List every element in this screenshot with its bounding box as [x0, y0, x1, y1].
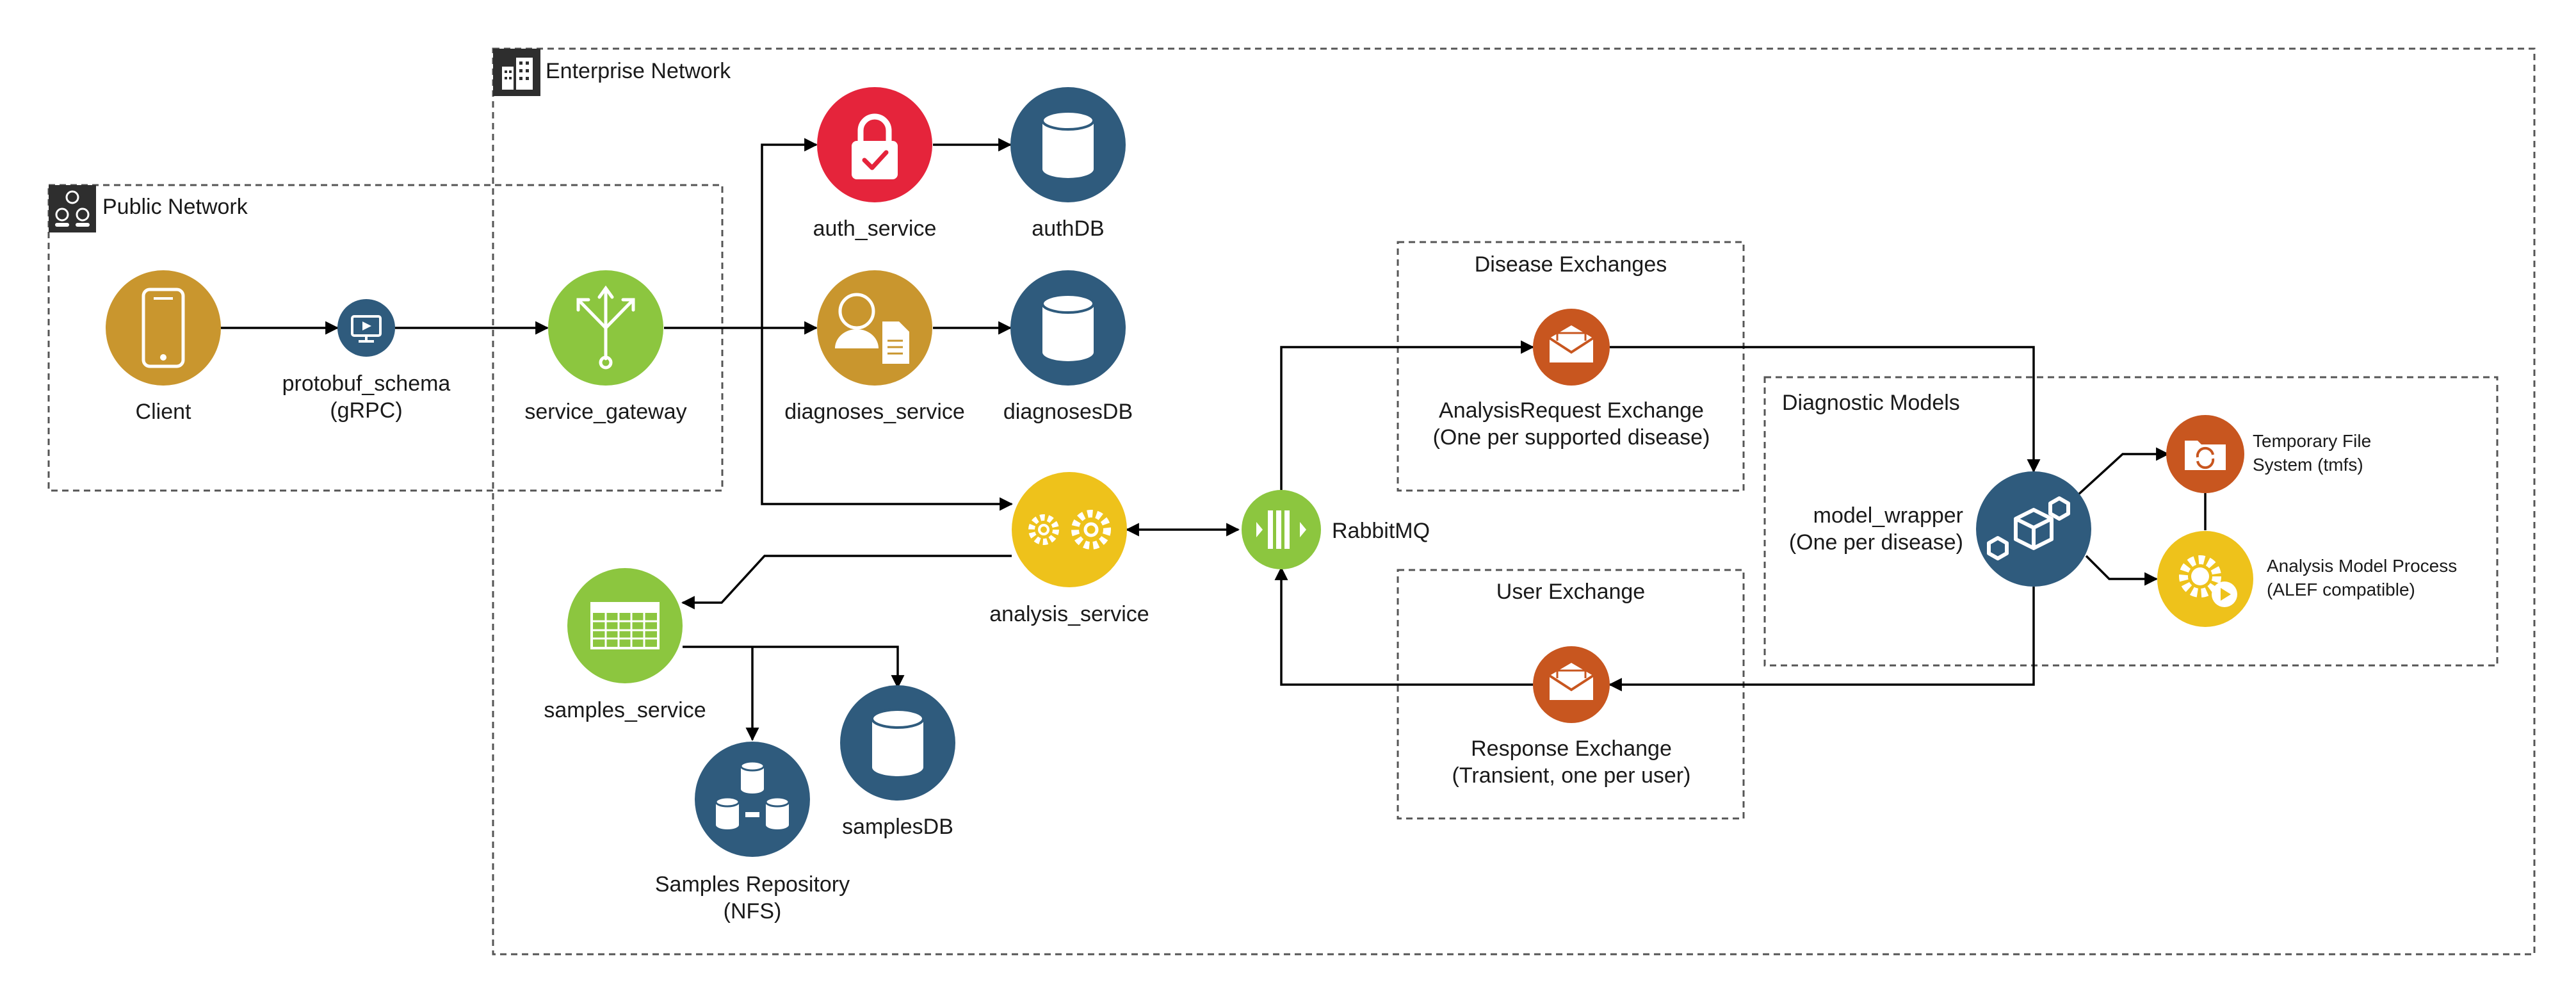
user-exchange-group: User Exchange	[1397, 569, 1745, 820]
samplesdb-node[interactable]: samplesDB	[840, 685, 955, 839]
analysis-service-label: analysis_service	[989, 602, 1149, 626]
samples-repository-node[interactable]: Samples Repository (NFS)	[655, 742, 850, 924]
database-icon	[1041, 110, 1095, 178]
samples-service-label: samples_service	[544, 698, 706, 722]
auth-service-node[interactable]: auth_service	[813, 87, 937, 241]
tmfs-node[interactable]: Temporary File System (tmfs)	[2166, 415, 2371, 493]
authdb-node[interactable]: authDB	[1010, 87, 1126, 241]
storage-cluster-icon	[715, 760, 790, 829]
tmfs-label-line1: Temporary File	[2253, 431, 2371, 451]
disease-exchanges-label: Disease Exchanges	[1475, 252, 1667, 277]
service-gateway-label: service_gateway	[524, 400, 686, 424]
tmfs-label-line2: System (tmfs)	[2253, 455, 2363, 475]
edge-response-rabbitmq	[1274, 566, 1533, 686]
edge-rabbitmq-analysisrequest	[1280, 340, 1535, 490]
gear-play-icon	[2179, 555, 2237, 607]
building-icon	[493, 49, 540, 96]
people-network-icon	[49, 185, 96, 232]
edge-gateway-analysis	[761, 328, 1014, 511]
analysis-model-process-node[interactable]: Analysis Model Process (ALEF compatible)	[2157, 531, 2457, 627]
analysis-model-label-line2: (ALEF compatible)	[2267, 580, 2415, 599]
edge-analysisrequest-modelwrapper	[1610, 346, 2041, 473]
database-icon	[871, 708, 925, 776]
public-network-group: Public Network	[47, 184, 724, 492]
public-network-label: Public Network	[102, 195, 248, 219]
smartphone-icon	[142, 288, 185, 368]
authdb-label: authDB	[1032, 216, 1104, 241]
analysis-model-label-line1: Analysis Model Process	[2267, 556, 2457, 576]
enterprise-network-group: Enterprise Network	[492, 47, 2536, 956]
database-icon	[1041, 293, 1095, 361]
analysis-request-label-line2: (One per supported disease)	[1433, 425, 1710, 450]
rabbitmq-label: RabbitMQ	[1332, 519, 1430, 543]
envelope-icon	[1548, 325, 1594, 362]
fork-arrows-icon	[576, 285, 635, 370]
response-exchange-label-line1: Response Exchange	[1471, 737, 1672, 761]
service-gateway-node[interactable]: service_gateway	[524, 270, 687, 424]
user-document-icon	[835, 293, 909, 364]
model-wrapper-node[interactable]: model_wrapper (One per disease)	[1789, 471, 2091, 587]
samplesdb-label: samplesDB	[842, 815, 953, 839]
folder-sync-icon	[2185, 441, 2226, 470]
model-wrapper-label-line1: model_wrapper	[1813, 503, 1963, 528]
rabbitmq-node[interactable]: RabbitMQ	[1242, 490, 1430, 569]
edge-modelwrapper-response	[1608, 587, 2035, 692]
diagnosesdb-label: diagnosesDB	[1003, 400, 1133, 424]
edge-samples-samplesdb	[683, 646, 905, 689]
disease-exchanges-group: Disease Exchanges	[1397, 241, 1745, 492]
diagnoses-service-label: diagnoses_service	[784, 400, 965, 424]
client-label: Client	[136, 400, 191, 424]
response-exchange-node[interactable]: Response Exchange (Transient, one per us…	[1452, 646, 1691, 788]
samples-repository-label-line1: Samples Repository	[655, 872, 850, 897]
node-circle	[1012, 472, 1127, 587]
lock-icon	[852, 113, 898, 179]
diagnosesdb-node[interactable]: diagnosesDB	[1003, 270, 1133, 424]
protobuf-label-line2: (gRPC)	[330, 398, 402, 423]
samples-service-node[interactable]: samples_service	[544, 568, 706, 722]
user-exchange-label: User Exchange	[1496, 580, 1645, 604]
samples-repository-label-line2: (NFS)	[724, 899, 782, 924]
edge-gateway-auth	[761, 138, 818, 328]
envelope-icon	[1548, 663, 1594, 700]
analysis-request-label-line1: AnalysisRequest Exchange	[1439, 398, 1704, 423]
diagnostic-models-label: Diagnostic Models	[1782, 391, 1960, 415]
connectors	[221, 138, 2207, 742]
node-circle	[817, 270, 932, 386]
edge-analysis-samples	[681, 555, 1012, 610]
auth-service-label: auth_service	[813, 216, 937, 241]
edge-modelwrapper-tmfs	[2077, 447, 2170, 496]
client-node[interactable]: Client	[106, 270, 221, 424]
analysis-service-node[interactable]: analysis_service	[989, 472, 1149, 626]
node-circle	[106, 270, 221, 386]
edge-modelwrapper-analysismodel	[2085, 555, 2159, 586]
cubes-icon	[1987, 496, 2070, 560]
analysis-request-exchange-node[interactable]: AnalysisRequest Exchange (One per suppor…	[1433, 309, 1710, 450]
node-circle	[695, 742, 810, 857]
protobuf-schema-node[interactable]: protobuf_schema (gRPC)	[282, 299, 451, 423]
diagnoses-service-node[interactable]: diagnoses_service	[784, 270, 965, 424]
table-icon	[590, 602, 660, 649]
protobuf-label-line1: protobuf_schema	[282, 371, 451, 396]
gears-icon	[1028, 510, 1111, 549]
diagnostic-models-group: Diagnostic Models	[1763, 376, 2499, 667]
model-wrapper-label-line2: (One per disease)	[1789, 530, 1963, 555]
response-exchange-label-line2: (Transient, one per user)	[1452, 763, 1691, 788]
enterprise-network-label: Enterprise Network	[546, 59, 731, 83]
queue-icon	[1256, 510, 1306, 549]
monitor-icon	[351, 315, 382, 343]
